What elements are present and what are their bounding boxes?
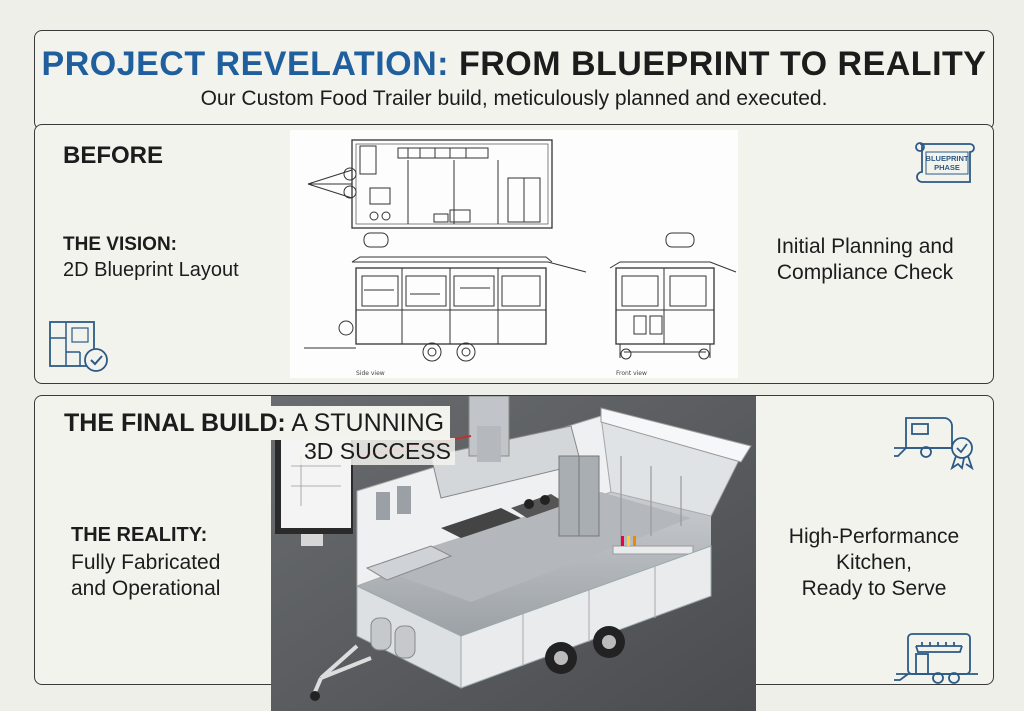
reality-line-1: Fully Fabricated <box>71 551 221 574</box>
header-panel: PROJECT REVELATION: FROM BLUEPRINT TO RE… <box>34 30 994 130</box>
page-title: PROJECT REVELATION: FROM BLUEPRINT TO RE… <box>35 45 993 84</box>
reality-line-2: and Operational <box>71 577 221 600</box>
blueprint-scroll-icon: BLUEPRINT PHASE <box>912 138 978 190</box>
final-build-heading: THE FINAL BUILD: A STUNNING <box>58 406 451 440</box>
final-build-photo <box>271 396 756 711</box>
before-heading: BEFORE <box>63 142 164 169</box>
front-view-caption: Front view <box>616 370 647 377</box>
trailer-badge-icon <box>892 408 980 472</box>
badge-line-1: BLUEPRINT <box>926 154 969 163</box>
planning-text: Initial Planning and Compliance Check <box>740 234 990 286</box>
title-part-2: FROM BLUEPRINT TO REALITY <box>458 45 987 83</box>
performance-line-1: High-Performance <box>788 525 960 548</box>
badge-line-2: PHASE <box>934 163 960 172</box>
final-build-heading-rest-1: A STUNNING <box>291 409 445 437</box>
reality-text: Fully Fabricated and Operational <box>71 550 220 602</box>
planning-text-line-1: Initial Planning and <box>776 235 954 258</box>
reality-heading: THE REALITY: <box>71 524 208 546</box>
title-part-1: PROJECT REVELATION: <box>41 45 449 83</box>
final-build-heading-rest-2: 3D SUCCESS <box>300 438 455 465</box>
side-view-caption: Side view <box>356 370 385 377</box>
vision-text: 2D Blueprint Layout <box>63 259 239 281</box>
food-trailer-icon <box>892 628 984 688</box>
page-subtitle: Our Custom Food Trailer build, meticulou… <box>200 87 828 110</box>
blueprint-drawing: Side view Front view <box>290 130 738 378</box>
performance-line-3: Ready to Serve <box>801 577 947 600</box>
planning-text-line-2: Compliance Check <box>776 261 954 284</box>
performance-text: High-Performance Kitchen, Ready to Serve <box>756 524 992 602</box>
vision-heading: THE VISION: <box>63 234 178 255</box>
performance-line-2: Kitchen, <box>836 551 912 574</box>
final-build-heading-bold: THE FINAL BUILD: <box>64 409 286 437</box>
floorplan-check-icon <box>46 318 112 374</box>
